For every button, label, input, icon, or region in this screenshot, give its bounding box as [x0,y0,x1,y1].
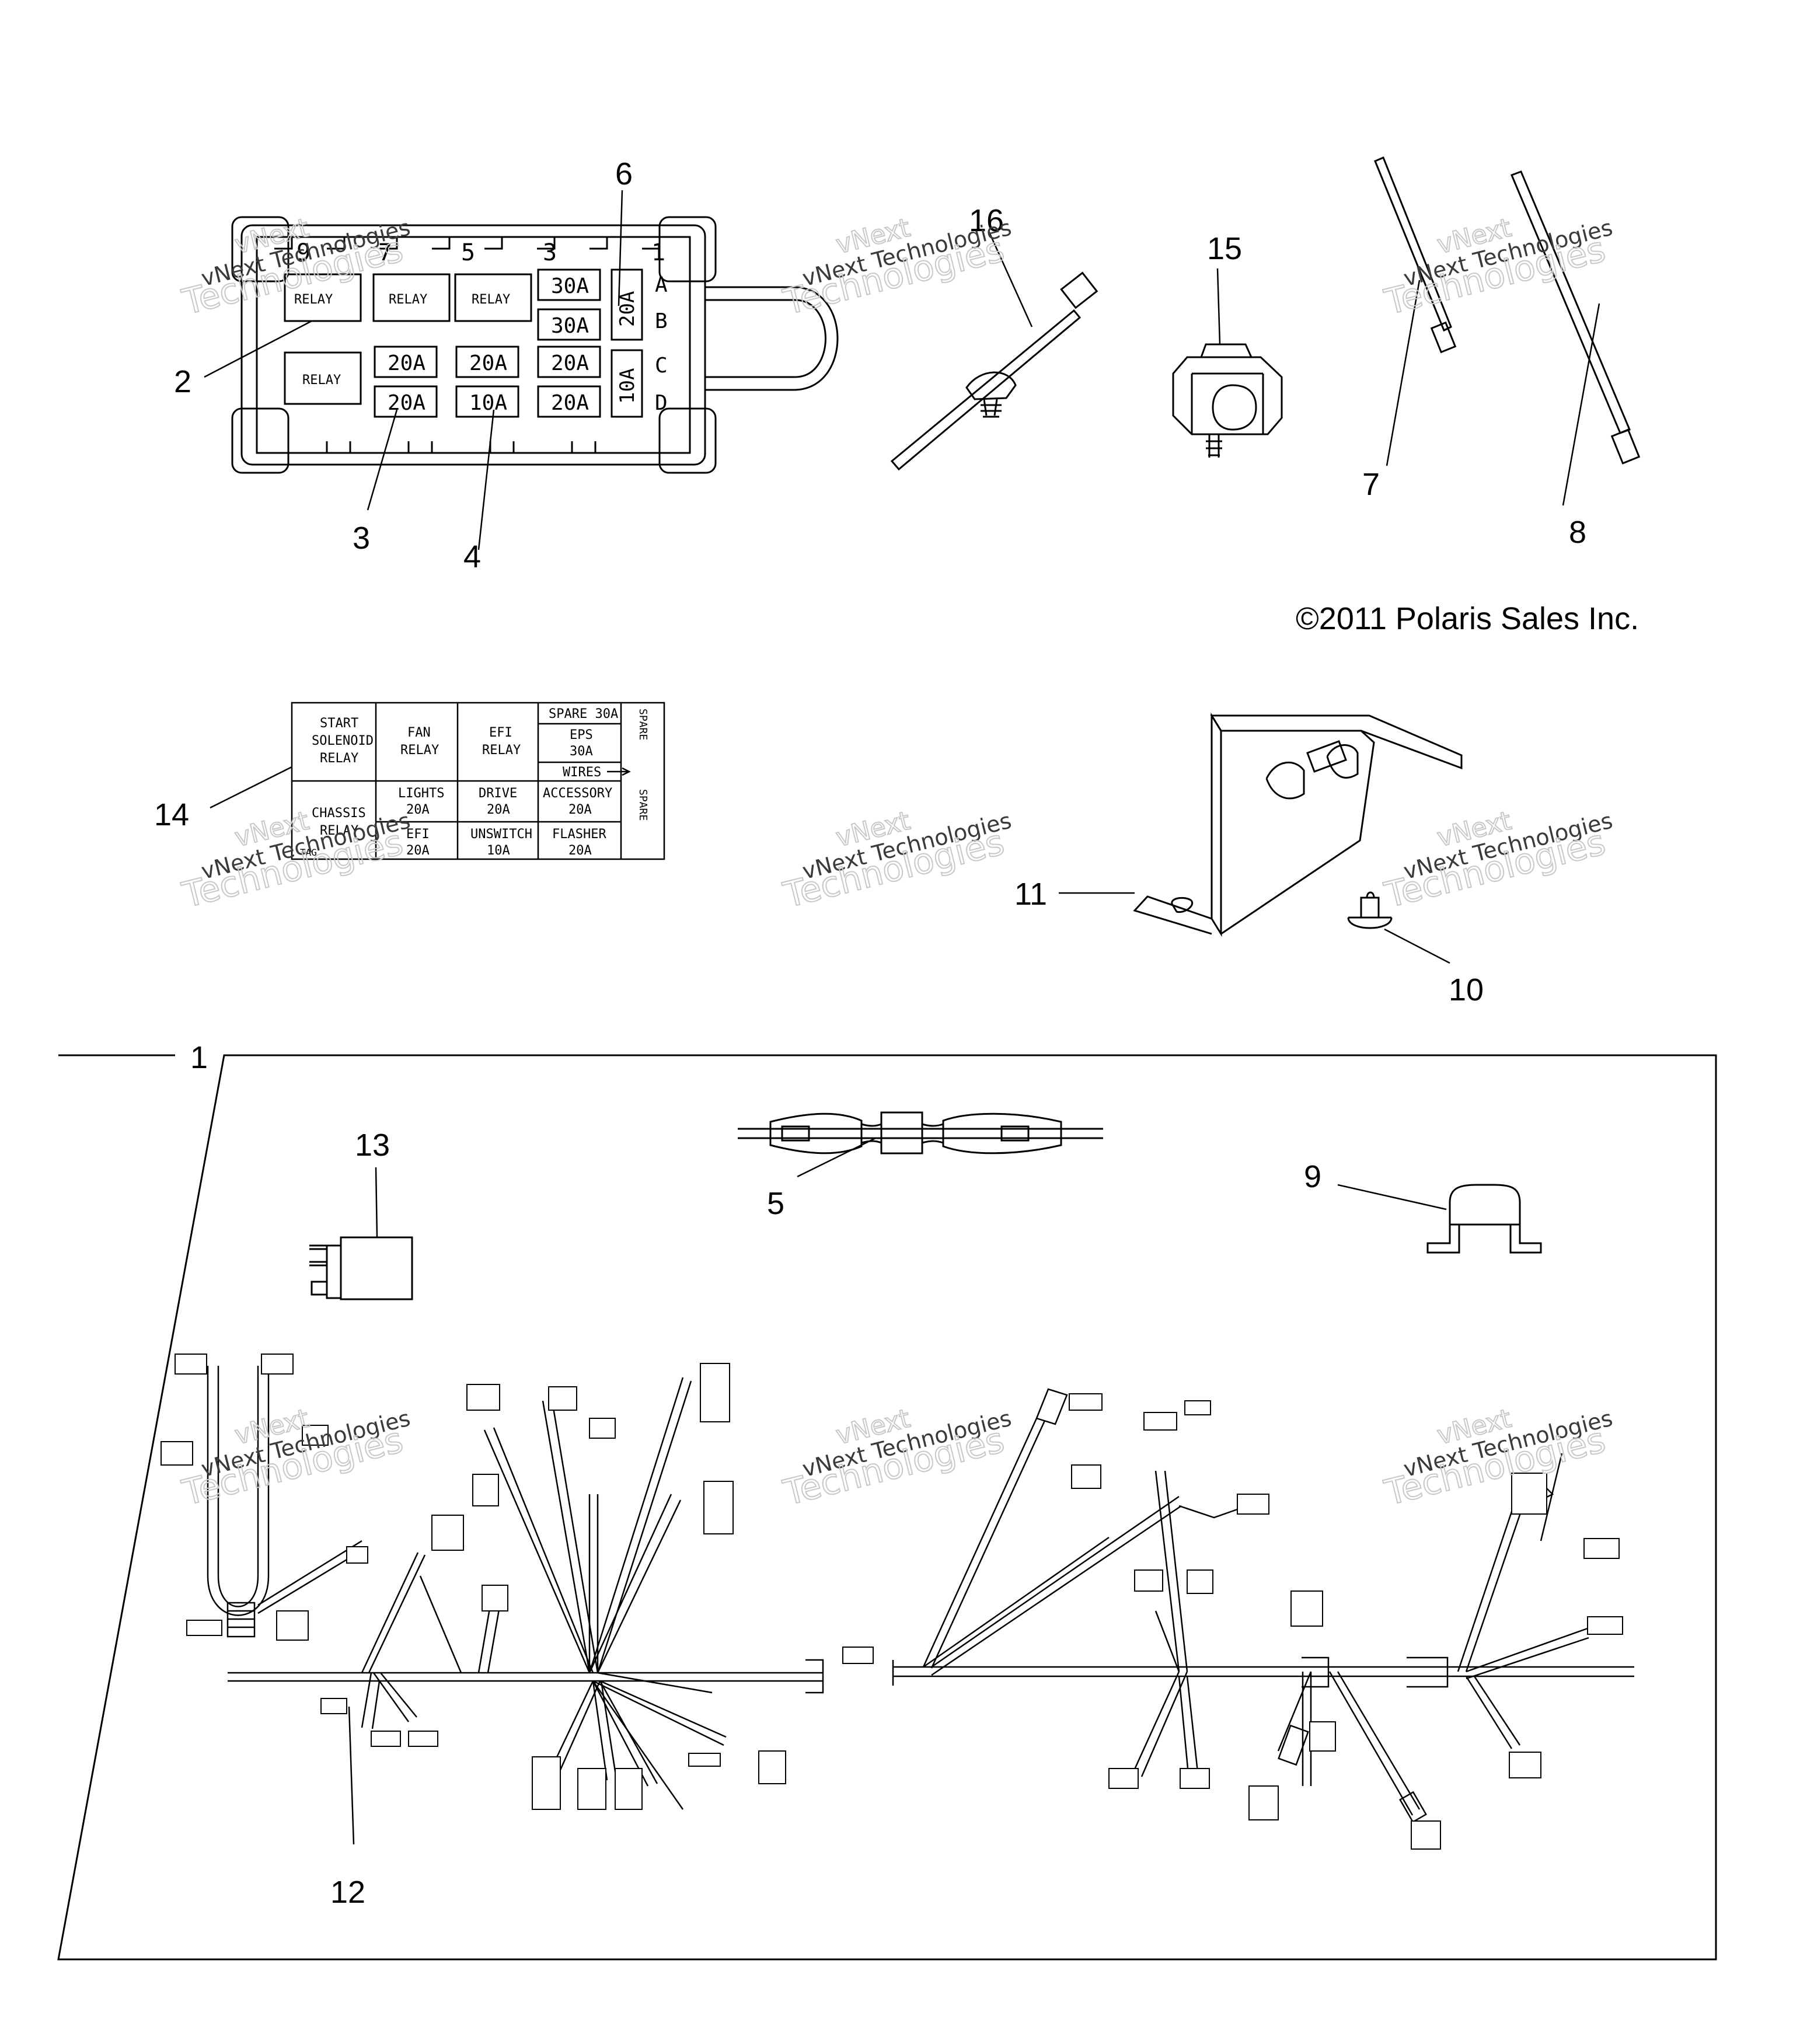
decal-text: DRIVE [479,786,517,801]
callout-numbers: 6 16 15 2 3 4 7 8 14 11 10 1 13 5 9 12 [154,156,1586,1910]
fuse-rating: 30A [551,314,589,338]
callout-14: 14 [154,797,189,832]
callout-16: 16 [969,203,1004,238]
callout-13: 13 [355,1128,390,1163]
slot-number: 3 [543,239,557,266]
fuse-rating: 20A [551,391,589,415]
row-letter: C [655,354,668,378]
decal-text: 20A [487,803,510,817]
decal-text: SPARE [637,789,649,821]
slot-number: 1 [651,239,665,266]
cable-tie-push-mount [890,271,1098,471]
wire-clip [1172,343,1283,458]
decal-text: UNSWITCH [470,827,532,842]
decal-text: 30A [570,744,593,759]
decal-text: WIRES [563,765,601,780]
slot-number: 7 [378,239,392,266]
slot-number: 5 [461,239,475,266]
callout-6: 6 [615,156,633,191]
circuit-breaker [1426,1184,1542,1254]
callout-5: 5 [767,1186,784,1221]
callout-2: 2 [174,364,191,399]
watermarks: vNext vNext Technologies Technologies vN… [177,212,1615,1515]
relay [309,1236,413,1300]
callout-10: 10 [1449,972,1484,1007]
decal-text: TAG [300,847,317,858]
decal-text: START [320,716,358,731]
decal-text: 20A [568,803,592,817]
decal-text: LIGHTS [398,786,444,801]
fuse-rating: 20A [551,351,589,375]
fuse-box [231,216,839,474]
decal-text: FLASHER [552,827,606,842]
decal-text: 20A [406,843,430,858]
cable-tie-large [1511,170,1641,465]
slot-number: 9 [296,239,311,266]
row-letter: A [655,273,668,297]
decal-text: RELAY [400,743,439,758]
decal-text: SPARE 30A [549,707,618,721]
decal-text: FAN [407,725,431,740]
relay-label: RELAY [389,292,427,307]
fuse-rating: 20A [388,391,425,415]
connector-tags [161,1354,1623,1850]
callout-12: 12 [330,1875,365,1910]
copyright-notice: ©2011 Polaris Sales Inc. [1296,601,1639,636]
decal-text: SPARE [637,709,649,740]
fuse-rating: 10A [469,391,507,415]
callout-4: 4 [463,539,481,574]
callout-11: 11 [1014,877,1047,912]
callout-9: 9 [1304,1159,1321,1194]
row-letter: D [655,391,668,415]
decal-text: SOLENOID [312,734,374,748]
wiring-harness [207,1366,1634,1823]
callout-1: 1 [190,1040,208,1075]
cable-tie-small [1374,156,1457,354]
decal-text: RELAY [482,743,521,758]
decal-text: ACCESSORY [543,786,612,801]
callout-7: 7 [1362,467,1380,502]
decal-text: RELAY [320,824,358,838]
decal-text: EFI [406,827,430,842]
callout-8: 8 [1569,515,1586,550]
fuse-rating: 20A [388,351,425,375]
inline-fuse-holder [738,1111,1103,1154]
decal-text: CHASSIS [312,806,366,821]
decal-text: RELAY [320,751,358,766]
fuse-box-labels: 9 7 5 3 1 RELAY RELAY RELAY RELAY A B C … [294,239,668,415]
decal-text: 20A [568,843,592,858]
callout-15: 15 [1207,231,1242,266]
relay-label: RELAY [302,373,341,388]
callout-3: 3 [353,521,370,556]
fuse-rating: 20A [469,351,507,375]
decal-text: EFI [489,725,512,740]
relay-label: RELAY [294,292,333,307]
decal-text: 10A [487,843,510,858]
decal-text: EPS [570,728,593,742]
row-letter: B [655,309,668,333]
fuse-decal: START SOLENOID RELAY FAN RELAY EFI RELAY… [291,702,665,860]
mounting-bracket [1133,712,1463,937]
fuse-rating: 10A [616,368,639,404]
fuse-rating: 30A [551,274,589,298]
harness-kit-frame [57,1054,1717,1961]
push-rivet [1347,891,1393,929]
relay-label: RELAY [472,292,510,307]
decal-text: 20A [406,803,430,817]
leader-lines [204,190,1600,1845]
